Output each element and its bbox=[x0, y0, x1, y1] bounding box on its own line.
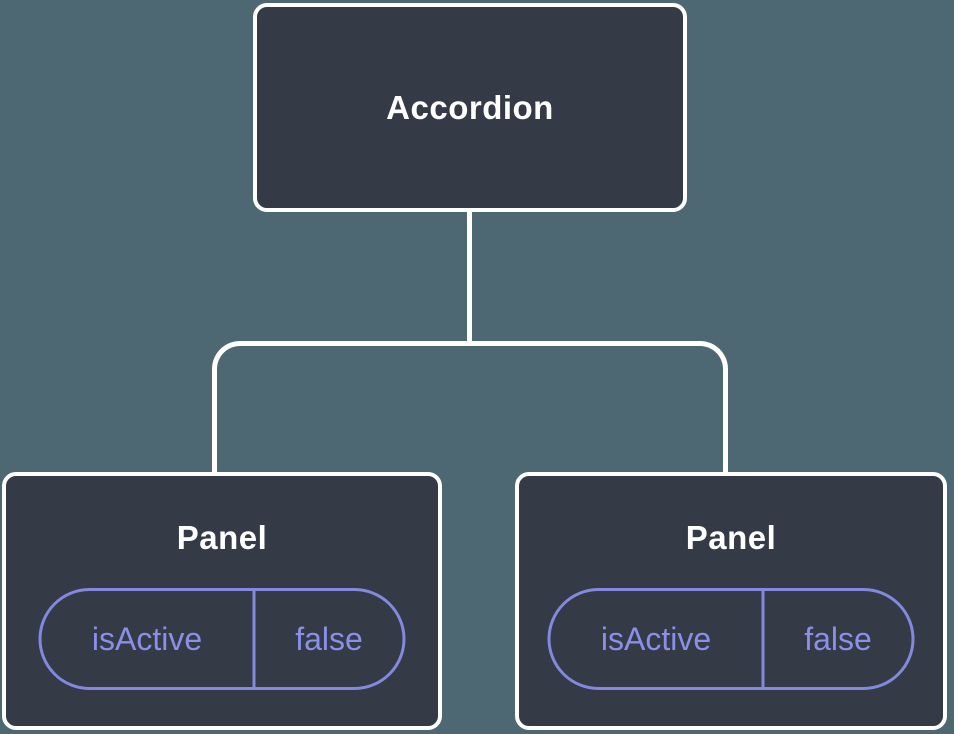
state-value: false bbox=[761, 591, 912, 687]
connector-bracket bbox=[212, 341, 728, 472]
connector-stem bbox=[467, 212, 472, 344]
state-value: false bbox=[252, 591, 403, 687]
state-pill: isActive false bbox=[38, 588, 406, 690]
accordion-node: Accordion bbox=[253, 3, 687, 212]
state-key: isActive bbox=[600, 620, 712, 657]
panel-node-left: Panel isActive false bbox=[2, 472, 442, 730]
panel-node-label: Panel bbox=[176, 519, 268, 556]
panel-node-right: Panel isActive false bbox=[515, 472, 947, 730]
state-pill: isActive false bbox=[547, 588, 915, 690]
state-key: isActive bbox=[91, 620, 203, 657]
panel-node-label: Panel bbox=[685, 519, 777, 556]
accordion-node-label: Accordion bbox=[386, 88, 554, 126]
